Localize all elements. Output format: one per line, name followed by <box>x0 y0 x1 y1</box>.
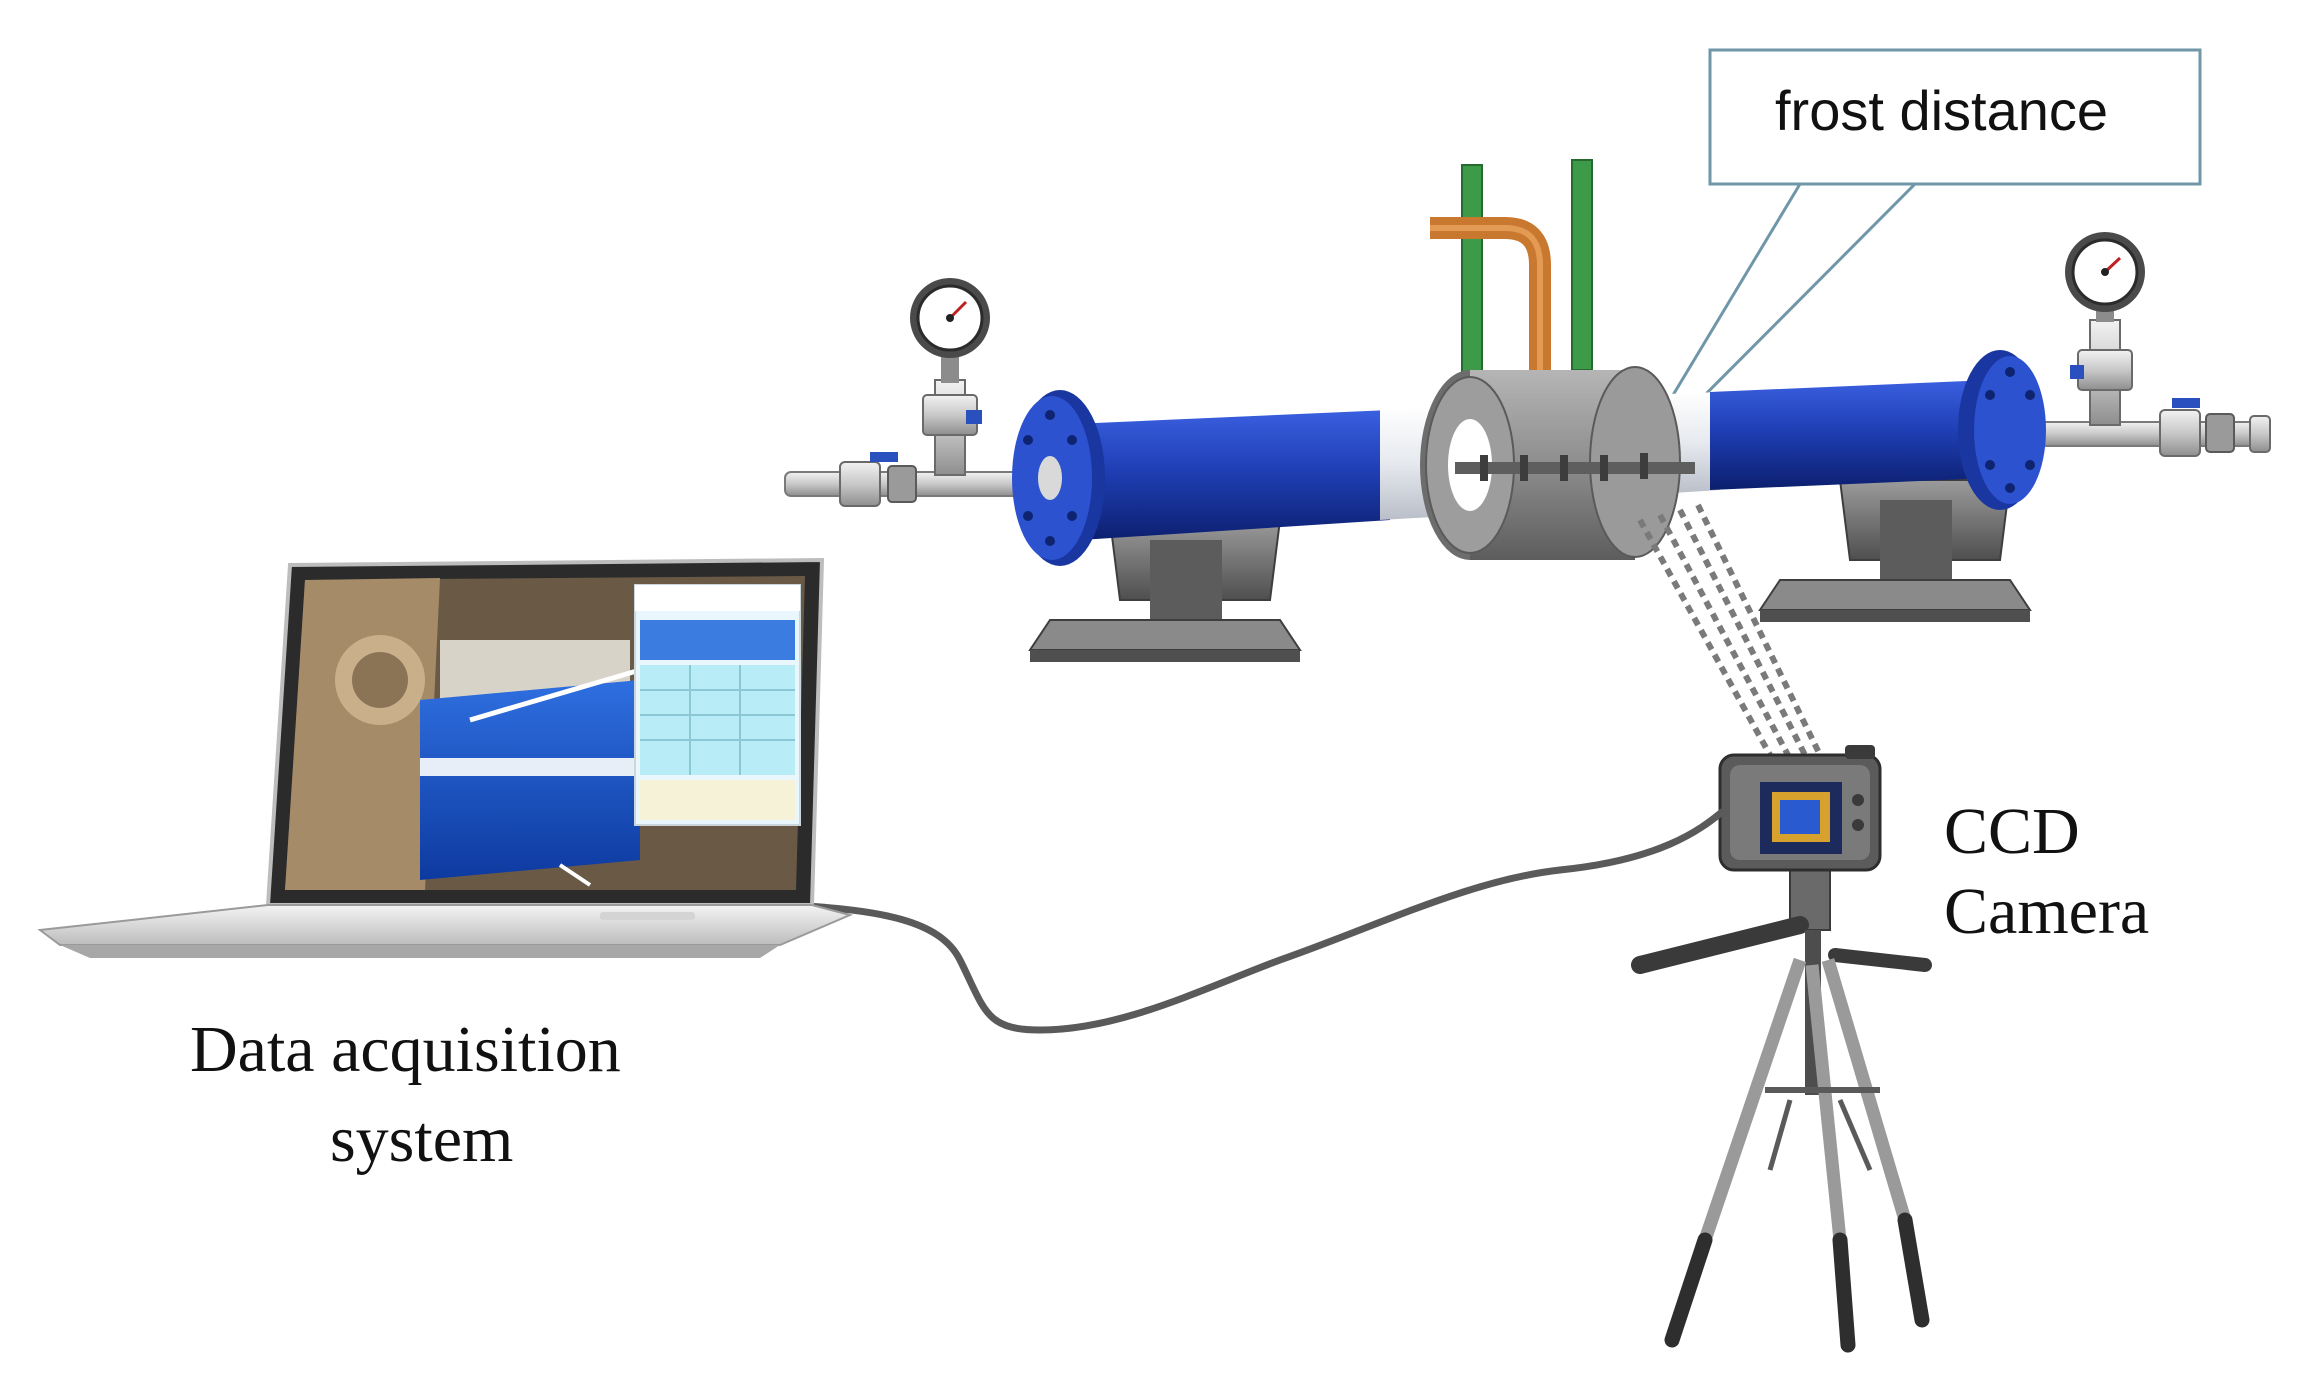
data-cable <box>786 808 1726 1034</box>
cooling-jacket <box>1420 366 1695 560</box>
ccd-camera-label-line1: CCD <box>1944 795 2080 868</box>
frost-distance-label: frost distance <box>1775 79 2109 142</box>
outlet-valve-assembly <box>2039 300 2271 457</box>
data-acquisition-label-line1: Data acquisition <box>190 1013 621 1086</box>
support-stand-right <box>1758 479 2032 622</box>
data-acquisition-label-line2: system <box>330 1103 514 1176</box>
coolant-pipes <box>1430 159 1593 381</box>
flange-left <box>1012 390 1105 566</box>
pressure-gauge-right <box>2065 232 2145 312</box>
flange-right <box>1958 350 2046 510</box>
support-stand-left <box>1028 519 1302 662</box>
laptop <box>37 557 854 958</box>
frost-distance-callout <box>1653 48 2202 427</box>
tripod <box>1631 869 1932 1353</box>
inlet-valve-assembly <box>784 345 1046 507</box>
ccd-camera <box>1718 745 1882 872</box>
pressure-gauge-left <box>910 278 990 358</box>
laptop-screen <box>285 576 805 890</box>
ccd-camera-label-line2: Camera <box>1944 875 2150 948</box>
camera-view-lines <box>1637 503 1823 757</box>
